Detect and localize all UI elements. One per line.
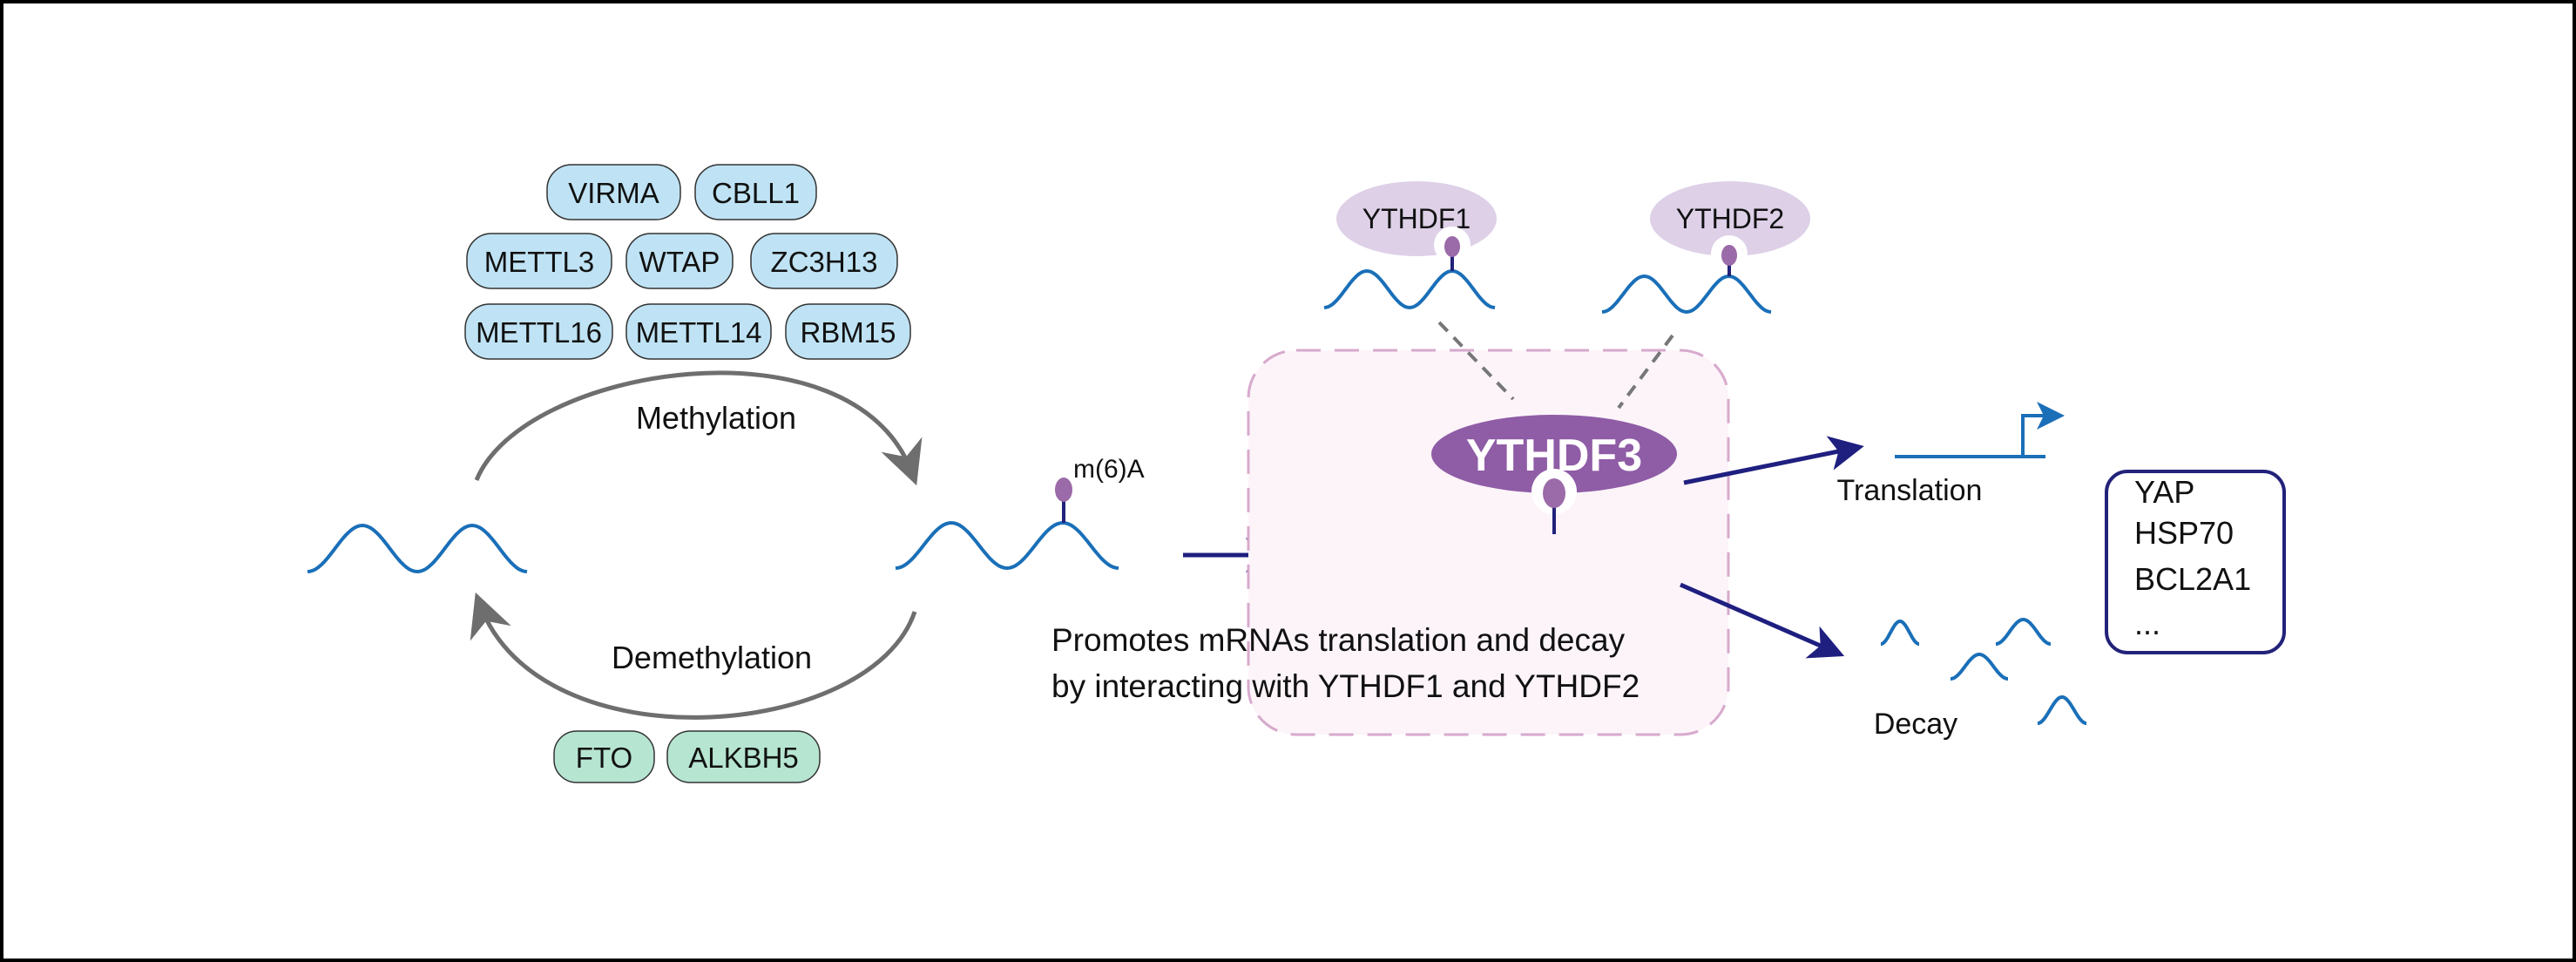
writer-pill [785,303,911,360]
rna-ythdf2-bound [1601,274,1772,315]
writer-pill [464,303,613,360]
writer-pill [625,303,772,360]
m6a-mark-icon [1721,245,1737,266]
interaction-line-ythdf1 [1437,321,1515,401]
rna-unmethylated [307,523,528,574]
writer-label: METTL14 [636,316,762,349]
target-gene: BCL2A1 [2134,561,2251,597]
eraser-proteins: FTO ALKBH5 [553,730,821,783]
ythdf3-ellipse [1431,415,1677,493]
target-gene: HSP70 [2134,515,2234,551]
writer-label: METTL3 [484,246,595,278]
translation-label: Translation [1837,474,1983,507]
writer-pill [466,233,612,289]
methylation-label: Methylation [636,400,796,436]
translation-promoter-icon [1895,416,2058,458]
m6a-label: m(6)A [1073,455,1145,484]
decayed-rna-fragment [1880,620,1920,646]
decay-arrow [1680,582,1845,659]
decay-label: Decay [1874,708,1957,741]
decayed-rna-fragment [2038,695,2086,725]
writer-pill [694,164,817,220]
eraser-label: FTO [576,742,632,774]
m6a-mark-icon [1055,478,1072,502]
decayed-rna-fragment [1951,653,2008,681]
promotes-text-line1: Promotes mRNAs translation and decay [1051,622,1626,658]
writer-pill [546,164,681,220]
demethylation-arrow [470,592,917,720]
target-gene: YAP [2134,474,2194,510]
ythdf2-ellipse [1650,181,1810,256]
writer-label: METTL16 [476,316,602,349]
m6a-mark-icon [1543,478,1565,508]
writer-label: RBM15 [800,316,896,349]
writer-label: WTAP [639,246,720,278]
writer-pill [625,233,734,289]
writer-label: CBLL1 [712,177,800,209]
rna-ythdf1-bound [1323,268,1496,310]
promotes-text-line2: by interacting with YTHDF1 and YTHDF2 [1051,668,1640,704]
decayed-rna-fragment [1996,618,2051,646]
target-genes-box [2105,470,2286,654]
eraser-pill [553,730,655,783]
translation-arrow [1683,436,1864,485]
m6a-mark-icon [1444,236,1460,257]
m6a-marks [1055,227,1748,534]
target-gene: ... [2134,606,2160,641]
rna-methylated [895,520,1119,571]
eraser-pill [666,730,821,783]
eraser-label: ALKBH5 [688,742,799,774]
ythdf2-label: YTHDF2 [1676,203,1784,234]
methylation-arrow [474,370,923,486]
writer-label: VIRMA [568,177,659,209]
writer-pill [750,233,898,289]
demethylation-label: Demethylation [612,640,812,675]
interaction-line-ythdf2 [1617,334,1674,410]
writer-label: ZC3H13 [771,246,878,278]
